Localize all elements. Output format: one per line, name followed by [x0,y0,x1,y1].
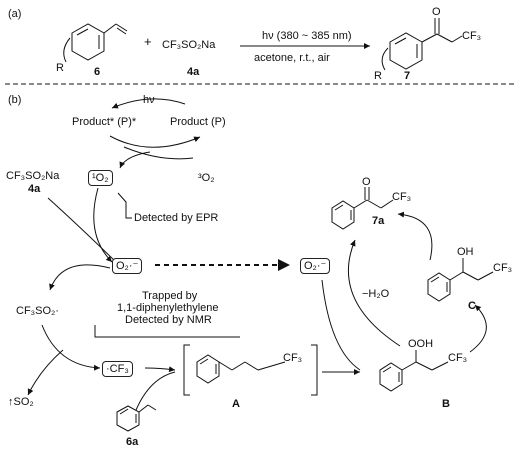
conditions-light: hν (380 ~ 385 nm) [262,30,352,42]
product-7a-label: 7a [372,215,385,227]
intermediate-b-ooh: OOH [408,338,434,350]
trapped-note-3: Detected by NMR [125,314,212,326]
compound-4a-label: 4a [187,66,200,78]
sodium-triflinate: CF₃SO₂Na [6,170,60,182]
so2-gas: ↑SO₂ [8,396,34,408]
plus-sign: + [144,34,152,49]
compound-6-label: 6 [94,66,101,78]
intermediate-c-structure [427,258,494,302]
product-7a-structure [331,187,394,230]
singlet-oxygen-box: ¹O₂ [88,170,113,186]
superoxide-box-left: O₂·⁻ [112,258,143,274]
excited-product: Product* (P)* [72,116,137,128]
intermediate-c-cf3: CF₃ [493,262,513,274]
hv-label: hν [143,94,155,106]
compound-7-label: 7 [404,70,411,82]
compound-4a-b-label: 4a [28,183,41,195]
epr-note: Detected by EPR [134,212,219,224]
compound-6a-label: 6a [126,436,139,448]
product-r-group: R [374,70,382,82]
triflyl-radical: CF₃SO₂· [16,305,59,317]
intermediate-c-oh: OH [457,246,474,258]
styrene-6a-structure [116,404,157,432]
superoxide-box-right: O₂·⁻ [300,258,331,274]
intermediate-c-label: C [468,300,476,312]
water-loss: −H₂O [362,288,390,300]
panel-a-label: (a) [8,8,22,20]
intermediate-b-cf3: CF₃ [448,352,468,364]
product-oxygen: O [432,6,441,18]
intermediate-b-label: B [442,398,450,410]
product-7a-cf3: CF₃ [392,191,412,203]
r-group-label: R [56,62,64,74]
triplet-oxygen: ³O₂ [198,172,215,184]
product-cf3: CF₃ [462,30,482,42]
styrene-structure [63,23,128,63]
ground-product: Product (P) [170,116,226,128]
trapped-note-1: Trapped by [142,290,198,302]
product-7a-oxygen: O [362,176,371,188]
panel-b-label: (b) [8,94,22,106]
intermediate-b-structure [379,350,449,392]
cf3-radical-box: ·CF₃ [102,361,133,377]
conditions-solvent: acetone, r.t., air [254,52,330,64]
intermediate-a-structure [196,354,286,384]
intermediate-a-cf3: CF₃ [283,352,303,364]
reagent-formula: CF₃SO₂Na [162,39,216,51]
ketone-structure [381,18,463,71]
intermediate-a-label: A [232,398,240,410]
trapped-note-2: 1,1-diphenylethylene [117,302,219,314]
